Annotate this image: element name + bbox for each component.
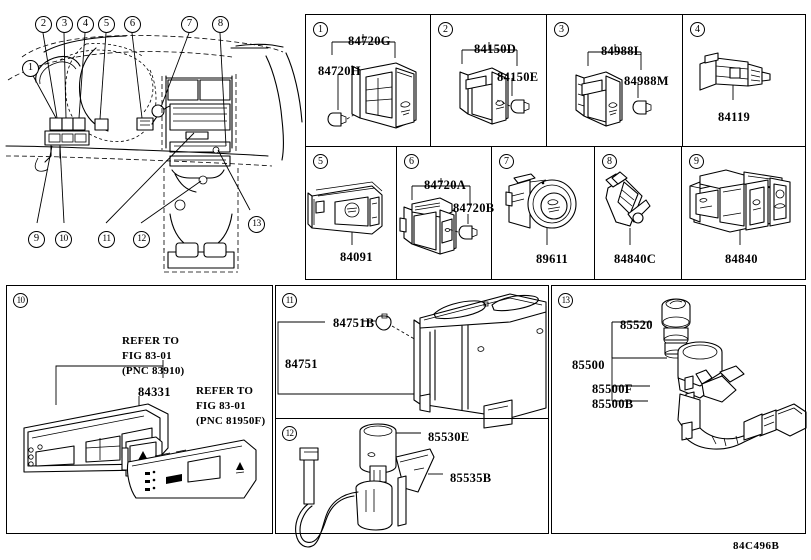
part-number-84988L: 84988L [601, 44, 643, 58]
part-number-85500F: 85500F [592, 382, 633, 396]
panel-number-10: 10 [13, 293, 28, 308]
parts-grid-panel-10 [6, 285, 273, 534]
part-number-84988M: 84988M [624, 74, 669, 88]
part-number-85530E: 85530E [428, 430, 470, 444]
part-number-89611: 89611 [536, 252, 569, 266]
panel-number-8: 8 [602, 154, 617, 169]
vehicle-callout-8: 8 [212, 16, 229, 33]
reference-line: REFER TO [196, 385, 254, 397]
vehicle-callout-6: 6 [124, 16, 141, 33]
part-number-84720A: 84720A [424, 178, 467, 192]
panel-number-5: 5 [313, 154, 328, 169]
grid-divider-2-3 [546, 14, 547, 146]
panel-number-1: 1 [313, 22, 328, 37]
center-stack [136, 74, 239, 273]
vehicle-callout-12: 12 [133, 231, 150, 248]
panel-number-11: 11 [282, 293, 297, 308]
parts-grid-top [305, 14, 806, 280]
panel-number-9: 9 [689, 154, 704, 169]
vehicle-callout-13: 13 [248, 216, 265, 233]
grid-divider-5-6 [396, 146, 397, 280]
part-number-85500: 85500 [572, 358, 605, 372]
grid-divider-1-2 [430, 14, 431, 146]
panel-number-13: 13 [558, 293, 573, 308]
reference-line: FIG 83-01 [122, 349, 172, 362]
part-number-85535B: 85535B [450, 471, 492, 485]
part-number-84840C: 84840C [614, 252, 657, 266]
part-number-84720H: 84720H [318, 64, 361, 78]
grid-row-divider [305, 146, 806, 147]
reference-block: REFER TO FIG 83-01 (PNC 83910) [122, 334, 184, 379]
panel-number-3: 3 [554, 22, 569, 37]
reference-line: (PNC 81950F) [196, 414, 266, 427]
part-number-85500B: 85500B [592, 397, 634, 411]
grid-divider-7-8 [594, 146, 595, 280]
parts-grid-panel-13 [551, 285, 806, 534]
part-number-84720B: 84720B [453, 201, 495, 215]
part-number-84720G: 84720G [348, 34, 391, 48]
part-number-84150D: 84150D [474, 42, 517, 56]
left-switch-cluster [34, 117, 109, 172]
panel-number-12: 12 [282, 426, 297, 441]
panel-number-4: 4 [690, 22, 705, 37]
part-number-84840: 84840 [725, 252, 758, 266]
reference-line: (PNC 83910) [122, 364, 185, 377]
grid-divider-11-12 [275, 418, 549, 419]
panel-number-2: 2 [438, 22, 453, 37]
part-number-84091: 84091 [340, 250, 373, 264]
vehicle-interior-illustration [5, 32, 303, 273]
vehicle-callout-3: 3 [56, 16, 73, 33]
vehicle-callout-10: 10 [55, 231, 72, 248]
vehicle-callout-11: 11 [98, 231, 115, 248]
grid-divider-3-4 [682, 14, 683, 146]
vehicle-callout-7: 7 [181, 16, 198, 33]
parts-grid-panel-11-12 [275, 285, 549, 534]
vehicle-callout-9: 9 [28, 231, 45, 248]
vehicle-callout-1: 1 [22, 60, 39, 77]
part-number-84119: 84119 [718, 110, 751, 124]
vehicle-callout-4: 4 [77, 16, 94, 33]
vehicle-callout-5: 5 [98, 16, 115, 33]
panel-number-6: 6 [404, 154, 419, 169]
grid-divider-8-9 [681, 146, 682, 280]
part-number-84751B: 84751B [333, 316, 375, 330]
reference-block: REFER TO FIG 83-01 (PNC 81950F) [196, 384, 265, 429]
part-number-84751: 84751 [285, 357, 318, 371]
vehicle-callout-2: 2 [35, 16, 52, 33]
panel-number-7: 7 [499, 154, 514, 169]
callout-leader-lines [30, 32, 251, 224]
reference-line: REFER TO [122, 335, 180, 347]
grid-divider-6-7 [491, 146, 492, 280]
reference-line: FIG 83-01 [196, 399, 246, 412]
part-number-85520: 85520 [620, 318, 653, 332]
figure-code: 84C496B [733, 540, 780, 552]
part-number-84331: 84331 [138, 385, 171, 399]
part-number-84150E: 84150E [497, 70, 539, 84]
